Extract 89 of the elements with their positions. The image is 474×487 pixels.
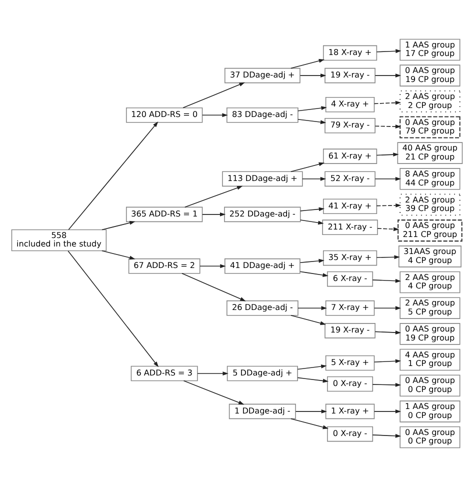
arrow	[290, 418, 328, 430]
node-box: 5 DDage-adj +	[226, 366, 298, 382]
arrow	[377, 227, 400, 232]
arrow	[372, 434, 402, 438]
arrow	[300, 207, 325, 212]
node-box: 0 AAS group 19 CP group	[400, 64, 460, 86]
arrow	[374, 124, 402, 129]
arrow	[295, 409, 327, 414]
node-box: 52 X-ray -	[324, 171, 376, 187]
node-box: 0 AAS group 19 CP group	[400, 323, 460, 345]
arrow	[68, 250, 159, 368]
arrow	[297, 364, 327, 370]
arrow	[374, 409, 402, 414]
node-box: 120 ADD-RS = 0	[126, 107, 203, 123]
arrow	[202, 113, 228, 118]
arrow	[374, 74, 402, 78]
arrow	[300, 271, 328, 278]
node-box: 1 DDage-adj -	[228, 404, 296, 420]
node-box: 79 X-ray -	[324, 118, 376, 134]
arrow	[200, 264, 226, 268]
node-box: 4 AAS group 1 CP group	[400, 348, 460, 371]
arrow	[182, 82, 245, 108]
node-box: 6 ADD-RS = 3	[130, 366, 198, 382]
node-box: 5 X-ray +	[325, 355, 375, 371]
arrow	[372, 382, 402, 387]
node-box: 252 DDage-adj -	[224, 206, 301, 222]
arrow	[202, 212, 226, 216]
node-box: 31AAS group 4 CP group	[398, 246, 462, 268]
node-box: 83 DDage-adj -	[226, 107, 298, 123]
node-box: 26 DDage-adj -	[226, 300, 298, 316]
node-box: 61 X-ray +	[322, 148, 378, 164]
arrow	[102, 220, 136, 230]
arrow	[182, 273, 246, 302]
arrow	[300, 74, 326, 78]
arrow	[298, 118, 326, 124]
arrow	[300, 258, 324, 264]
node-box: 558 included in the study	[11, 229, 107, 252]
arrow	[374, 100, 402, 105]
arrow	[298, 106, 327, 112]
arrow	[374, 359, 402, 364]
arrow	[183, 380, 244, 405]
node-box: 0 AAS group 0 CP group	[400, 374, 460, 396]
arrow	[197, 372, 228, 376]
node-box: 18 X-ray +	[322, 45, 378, 61]
node-box: 67 ADD-RS = 2	[128, 258, 200, 274]
node-box: 41 DDage-adj +	[224, 258, 300, 274]
node-box: 365 ADD-RS = 1	[126, 206, 203, 222]
node-box: 0 X-ray -	[327, 426, 374, 442]
node-box: 2 AAS group 4 CP group	[400, 271, 460, 294]
arrow	[374, 176, 402, 181]
arrow	[374, 306, 402, 310]
node-box: 1 X-ray +	[325, 404, 375, 420]
arrow	[290, 314, 326, 326]
node-box: 40 AAS group 21 CP group	[397, 142, 463, 164]
node-box: 8 AAS group 44 CP group	[400, 168, 460, 190]
arrow	[290, 58, 325, 69]
node-box: 211 X-ray -	[322, 220, 378, 236]
arrow	[376, 152, 399, 157]
arrow	[297, 377, 329, 383]
arrow	[298, 306, 327, 310]
arrow	[376, 203, 402, 208]
node-box: 41 X-ray +	[322, 198, 378, 214]
arrow	[376, 49, 402, 54]
node-box: 0 AAS group 0 CP group	[400, 426, 460, 448]
arrow	[376, 255, 400, 260]
node-box: 19 X-ray -	[324, 68, 376, 84]
node-box: 6 X-ray -	[327, 271, 374, 287]
node-box: 19 X-ray -	[324, 323, 376, 338]
node-box: 7 X-ray +	[325, 300, 375, 316]
node-box: 2 AAS group 2 CP group	[400, 90, 460, 112]
node-box: 0 X-ray -	[327, 376, 374, 392]
arrow	[300, 220, 324, 225]
arrow	[302, 176, 326, 181]
node-box: 113 DDage-adj +	[222, 171, 303, 187]
arrow	[374, 330, 402, 335]
arrow	[102, 250, 136, 260]
node-box: 0 AAS group 79 CP group	[400, 116, 460, 138]
node-box: 2 AAS group 5 CP group	[400, 297, 460, 319]
arrow	[290, 162, 325, 172]
node-box: 35 X-ray +	[322, 250, 378, 266]
arrow	[68, 122, 158, 230]
node-box: 0 AAS group 211 CP group	[398, 220, 462, 242]
arrow	[372, 278, 402, 283]
node-box: 4 X-ray +	[325, 96, 375, 112]
arrow	[184, 186, 243, 208]
node-box: 2 AAS group 39 CP group	[400, 194, 460, 216]
node-box: 1 AAS group 0 CP group	[400, 400, 460, 422]
node-box: 1 AAS group 17 CP group	[400, 38, 460, 61]
node-box: 37 DDage-adj +	[224, 68, 300, 84]
